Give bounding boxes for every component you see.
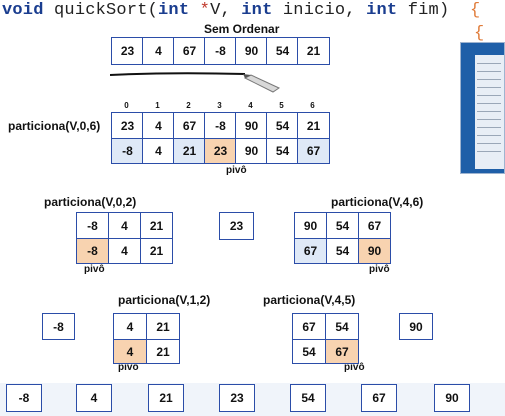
array-cell-v02-before: -8	[76, 212, 109, 239]
array-cell-unsorted: -8	[204, 37, 237, 65]
keyword-int: int	[366, 1, 398, 20]
array-cell-v45-before: 67	[292, 313, 326, 340]
particiona-v12-label: particiona(V,1,2)	[118, 293, 211, 307]
param-v: V,	[210, 1, 242, 20]
array-cell-single-m8: -8	[42, 313, 75, 340]
particiona-v02-label: particiona(V,0,2)	[44, 195, 137, 209]
array-cell-sorted: 90	[434, 384, 470, 412]
keyword-void: void	[2, 1, 44, 20]
array-cell-v46-after: 54	[326, 238, 359, 264]
array-cell-v12-after: 21	[146, 339, 180, 364]
array-cell-v46-before: 54	[326, 212, 359, 239]
array-cell-v06-after: 90	[235, 138, 268, 164]
param-fim: fim)	[397, 1, 460, 20]
array-cell-unsorted: 54	[266, 37, 299, 65]
array-cell-v06-before: 21	[297, 112, 330, 139]
array-cell-v06-before: 54	[266, 112, 299, 139]
array-cell-v45-after: 54	[292, 339, 326, 364]
index-label: 1	[155, 101, 160, 110]
keyword-int: int	[241, 1, 273, 20]
array-cell-v02-after: -8	[76, 238, 109, 264]
array-cell-sorted: 4	[76, 384, 112, 412]
array-cell-v02-after: 4	[108, 238, 141, 264]
array-cell-v06-after: 67	[297, 138, 330, 164]
code-signature: void quickSort(int *V, int inicio, int f…	[2, 1, 460, 20]
array-cell-v12-before: 4	[113, 313, 147, 340]
param-inicio: inicio,	[272, 1, 367, 20]
pen-stroke	[110, 72, 245, 76]
array-cell-v46-after: 90	[358, 238, 391, 264]
array-cell-v45-before: 54	[325, 313, 359, 340]
array-cell-v02-after: 21	[140, 238, 173, 264]
pivo-label-v46: pivô	[369, 264, 390, 275]
array-cell-single-23: 23	[219, 212, 254, 240]
index-label: 2	[186, 101, 191, 110]
array-cell-sorted: 67	[361, 384, 397, 412]
array-cell-v06-before: 90	[235, 112, 268, 139]
array-cell-v06-before: -8	[204, 112, 237, 139]
ide-editor-preview	[475, 55, 504, 169]
open-brace: {	[470, 1, 481, 20]
array-cell-v06-after: 21	[173, 138, 206, 164]
particiona-v06-label: particiona(V,0,6)	[8, 119, 101, 133]
array-cell-unsorted: 21	[297, 37, 330, 65]
array-cell-unsorted: 23	[111, 37, 144, 65]
array-cell-sorted: 23	[219, 384, 255, 412]
array-cell-v02-before: 21	[140, 212, 173, 239]
array-cell-unsorted: 4	[142, 37, 175, 65]
index-label: 5	[279, 101, 284, 110]
index-label: 4	[248, 101, 253, 110]
array-cell-v45-after: 67	[325, 339, 359, 364]
pen-cursor-icon	[243, 74, 281, 93]
particiona-v46-label: particiona(V,4,6)	[331, 195, 424, 209]
array-cell-v12-after: 4	[113, 339, 147, 364]
ide-window-thumbnail[interactable]	[460, 42, 505, 174]
sem-ordenar-title: Sem Ordenar	[204, 22, 280, 36]
array-cell-sorted: 54	[290, 384, 326, 412]
function-name: quickSort(	[43, 1, 159, 20]
array-cell-v06-after: 54	[266, 138, 299, 164]
array-cell-v06-before: 4	[142, 112, 175, 139]
array-cell-v06-before: 23	[111, 112, 144, 139]
array-cell-v46-before: 90	[294, 212, 327, 239]
particiona-v45-label: particiona(V,4,5)	[263, 293, 356, 307]
pivo-label-v45: pivô	[344, 362, 365, 373]
index-label: 3	[217, 101, 222, 110]
array-cell-sorted: -8	[6, 384, 42, 412]
array-cell-v06-after: 4	[142, 138, 175, 164]
array-cell-v02-before: 4	[108, 212, 141, 239]
array-cell-v06-after: 23	[204, 138, 237, 164]
array-cell-v12-before: 21	[146, 313, 180, 340]
array-cell-unsorted: 90	[235, 37, 268, 65]
keyword-int: int	[158, 1, 190, 20]
pivo-label-v06: pivô	[226, 165, 247, 176]
open-brace-2: {	[474, 24, 485, 43]
array-cell-v06-before: 67	[173, 112, 206, 139]
pivo-label-v02: pivô	[84, 264, 105, 275]
array-cell-single-90: 90	[399, 313, 433, 340]
array-cell-sorted: 21	[148, 384, 184, 412]
pointer-star: *	[189, 1, 211, 20]
index-label: 0	[124, 101, 129, 110]
pivo-label-v12: pivô	[118, 362, 139, 373]
array-cell-v06-after: -8	[111, 138, 144, 164]
array-cell-unsorted: 67	[173, 37, 206, 65]
array-cell-v46-after: 67	[294, 238, 327, 264]
array-cell-v46-before: 67	[358, 212, 391, 239]
index-label: 6	[310, 101, 315, 110]
